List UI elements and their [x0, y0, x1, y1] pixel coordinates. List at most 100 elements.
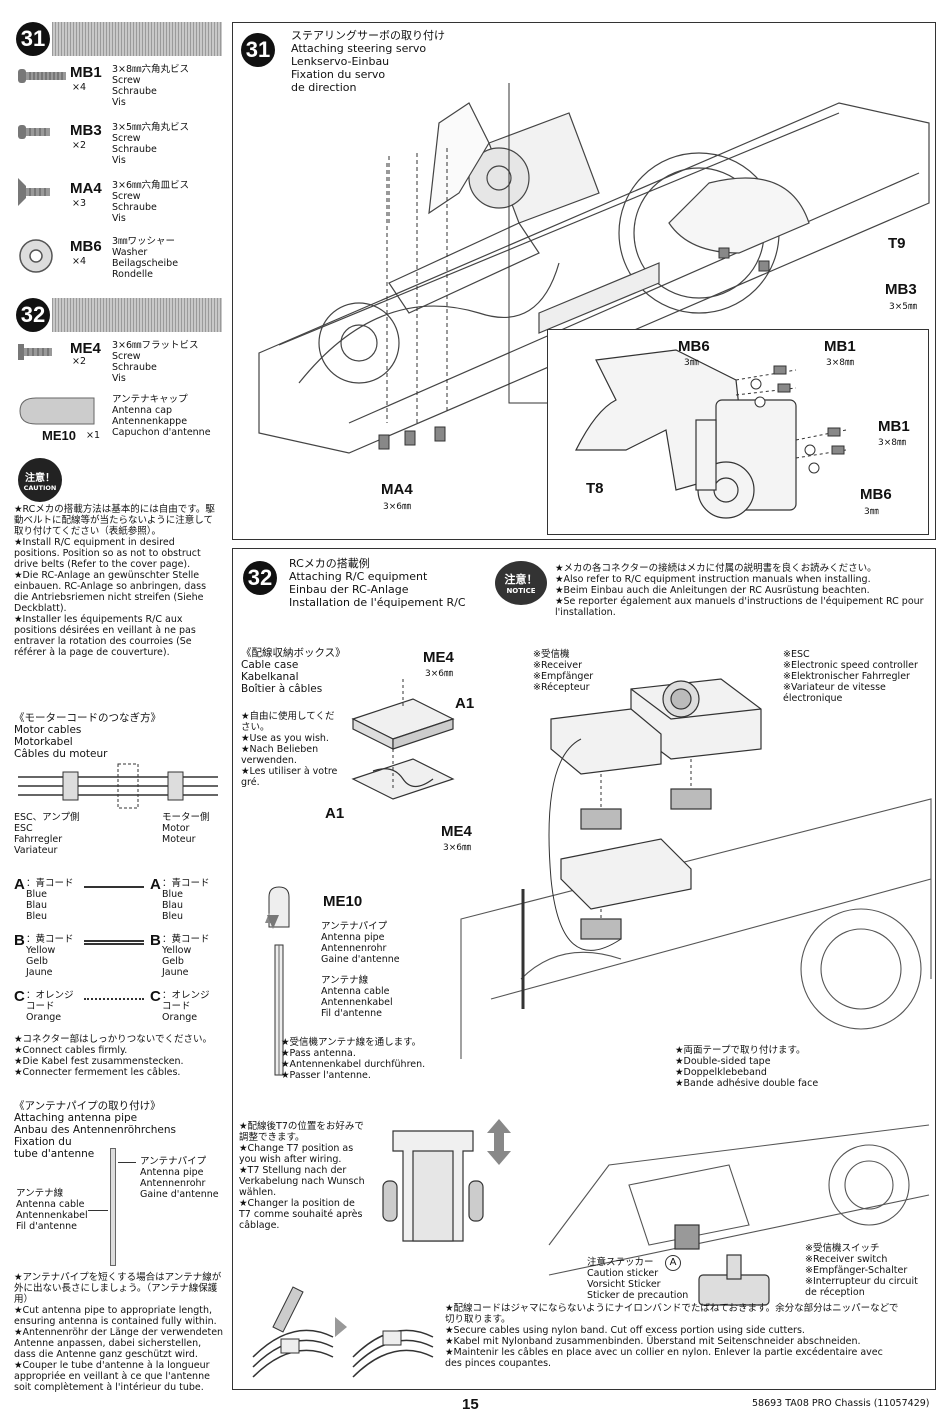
wire-desc: ：青コード Blue Blau Bleu [26, 878, 74, 922]
wire-desc: ：青コード Blue Blau Bleu [162, 878, 210, 922]
label-mb1-mid-size: 3×8㎜ [878, 438, 906, 448]
caution-badge: 注意！ CAUTION [18, 458, 62, 502]
part-code: MA4 [70, 180, 102, 197]
label-mb1-mid: MB1 [878, 418, 910, 435]
screw-ma4-icon [18, 178, 50, 206]
rc-install-illustration [460, 678, 932, 1059]
cable-leader [88, 1210, 108, 1211]
antenna-pipe-label: アンテナパイプ Antenna pipe Antennenrohr Gaine … [140, 1156, 219, 1200]
label-ma4-size: 3×6㎜ [383, 502, 411, 512]
wire-desc: ：黄コード Yellow Gelb Jaune [26, 934, 74, 978]
antenna-pipe-note: ★アンテナパイプを短くする場合はアンテナ線が外に出ない長さにしましょう。（アンテ… [14, 1272, 224, 1393]
wire-desc: ：黄コード Yellow Gelb Jaune [162, 934, 210, 978]
antenna-pipe-title: 《アンテナパイプの取り付け》 Attaching antenna pipe An… [14, 1100, 176, 1160]
step32-pipe-label: アンテナパイプ Antenna pipe Antennenrohr Gaine … [321, 921, 400, 965]
step-31-panel-badge: 31 [241, 33, 275, 67]
label-mb3: MB3 [885, 281, 917, 298]
updown-arrow-icon [487, 1119, 511, 1165]
label-mb6-bottom: MB6 [860, 486, 892, 503]
part-qty: ×2 [72, 140, 87, 151]
pipe-leader [118, 1162, 136, 1163]
part-code: MB3 [70, 122, 102, 139]
part-desc: 3×6㎜六角皿ビス Screw Schraube Vis [112, 180, 190, 224]
wire-letter: A [150, 876, 161, 893]
step-32-header-bar [52, 298, 222, 332]
receiver-switch-illustration [548, 1124, 930, 1306]
part-desc: 3㎜ワッシャー Washer Beilagscheibe Rondelle [112, 236, 179, 280]
down-arrow-icon [267, 915, 279, 929]
label-me10: ME10 [323, 893, 363, 910]
label-mb6-top: MB6 [678, 338, 710, 355]
wire-row-c: C ：オレンジコード Orange C ：オレンジコード Orange [14, 988, 224, 1032]
part-desc: アンテナキャップ Antenna cap Antennenkappe Capuc… [112, 394, 211, 438]
connector-note: ★コネクター部はしっかりつないでください。 ★Connect cables fi… [14, 1034, 212, 1078]
label-mb3-size: 3×5㎜ [889, 302, 917, 312]
receiver-label: ※受信機 ※Receiver ※Empfänger ※Récepteur [533, 649, 594, 693]
label-mb1-top-size: 3×8㎜ [826, 358, 854, 368]
cable-case-note: ★自由に使用してください。 ★Use as you wish. ★Nach Be… [241, 711, 338, 788]
notice-text: ★メカの各コネクターの接続はメカに付属の説明書を良くお読みください。 ★Also… [555, 563, 924, 618]
label-mb6-top-size: 3㎜ [684, 358, 699, 368]
wire-line [84, 886, 144, 888]
step-32-title: RCメカの搭載例 Attaching R/C equipment Einbau … [289, 557, 466, 609]
motor-cable-diagram [18, 763, 218, 809]
caution-text: ★RCメカの搭載方法は基本的には自由です。駆動ベルトに配線等が当たらないように注… [14, 504, 215, 658]
t7-note: ★配線後T7の位置をお好みで調整できます。 ★Change T7 positio… [239, 1121, 365, 1231]
step-32-badge: 32 [16, 298, 50, 332]
part-qty: ×1 [86, 430, 101, 441]
double-sided-tape-note: ★両面テープで取り付けます。 ★Double-sided tape ★Doppe… [675, 1045, 819, 1089]
part-desc: 3×8㎜六角丸ビス Screw Schraube Vis [112, 64, 190, 108]
nylon-band-illustration [252, 1286, 434, 1378]
cable-case-illustration [351, 679, 455, 800]
label-t8: T8 [586, 480, 604, 497]
part-desc: 3×5㎜六角丸ビス Screw Schraube Vis [112, 122, 190, 166]
wire-letter: B [150, 932, 161, 949]
step-32-panel-badge: 32 [243, 561, 277, 595]
label-t9: T9 [888, 235, 906, 252]
wire-row-b: B ：黄コード Yellow Gelb Jaune B ：黄コード Yellow… [14, 932, 224, 988]
part-qty: ×4 [72, 256, 87, 267]
part-qty: ×4 [72, 82, 87, 93]
wire-desc: ：オレンジコード Orange [162, 990, 210, 1023]
screw-mb1-icon [18, 69, 66, 83]
part-qty: ×3 [72, 198, 87, 209]
step-31-badge: 31 [16, 22, 50, 56]
motor-cable-title: 《モーターコードのつなぎ方》 Motor cables Motorkabel C… [14, 712, 161, 760]
screw-me4-icon [18, 344, 52, 360]
t7-bracket-illustration [382, 1130, 484, 1242]
sticker-letter-badge: A [665, 1255, 681, 1271]
antenna-cable-label: アンテナ線 Antenna cable Antennenkabel Fil d'… [16, 1188, 88, 1232]
page-number: 15 [462, 1396, 479, 1413]
antenna-pipe-drawing [110, 1148, 116, 1266]
caution-sticker-label: 注意ステッカー Caution sticker Vorsicht Sticker… [587, 1257, 689, 1301]
part-qty: ×2 [72, 356, 87, 367]
notice-badge-jp: 注意！ [504, 573, 538, 586]
chassis-illustration [258, 83, 930, 454]
pass-antenna-note: ★受信機アンテナ線を通します。 ★Pass antenna. ★Antennen… [281, 1037, 426, 1081]
servo-mount-illustration [575, 349, 847, 519]
part-code: ME4 [70, 340, 101, 357]
part-desc: 3×6㎜フラットビス Screw Schraube Vis [112, 340, 199, 384]
esc-side-label: ESC、アンプ側 ESC Fahrregler Variateur [14, 812, 80, 856]
label-me4-bottom-size: 3×6㎜ [443, 843, 471, 853]
notice-badge: 注意！ NOTICE [495, 561, 547, 605]
step-31-title: ステアリングサーボの取り付け Attaching steering servo … [291, 29, 445, 94]
label-a1-top: A1 [455, 695, 475, 712]
caution-badge-en: CAUTION [23, 483, 57, 492]
label-me4-bottom: ME4 [441, 823, 472, 840]
step32-cable-label: アンテナ線 Antenna cable Antennenkabel Fil d'… [321, 975, 393, 1019]
label-me4-top: ME4 [423, 649, 454, 666]
label-mb1-top: MB1 [824, 338, 856, 355]
step-31-header-bar [52, 22, 222, 56]
screw-mb3-icon [18, 125, 50, 139]
washer-mb6-icon [19, 239, 53, 273]
wire-line [84, 998, 144, 1000]
label-a1-left: A1 [325, 805, 345, 822]
wire-row-a: A ：青コード Blue Blau Bleu A ：青コード Blue Blau… [14, 876, 224, 932]
inset-screws [750, 365, 845, 474]
receiver-switch-label: ※受信機スイッチ ※Receiver switch ※Empfänger-Sch… [805, 1243, 918, 1298]
servo-inset-box: MB6 3㎜ MB1 3×8㎜ MB1 3×8㎜ MB6 3㎜ T8 [547, 329, 929, 535]
motor-side-label: モーター側 Motor Moteur [162, 812, 210, 845]
wire-desc: ：オレンジコード Orange [26, 990, 74, 1023]
label-ma4: MA4 [381, 481, 413, 498]
